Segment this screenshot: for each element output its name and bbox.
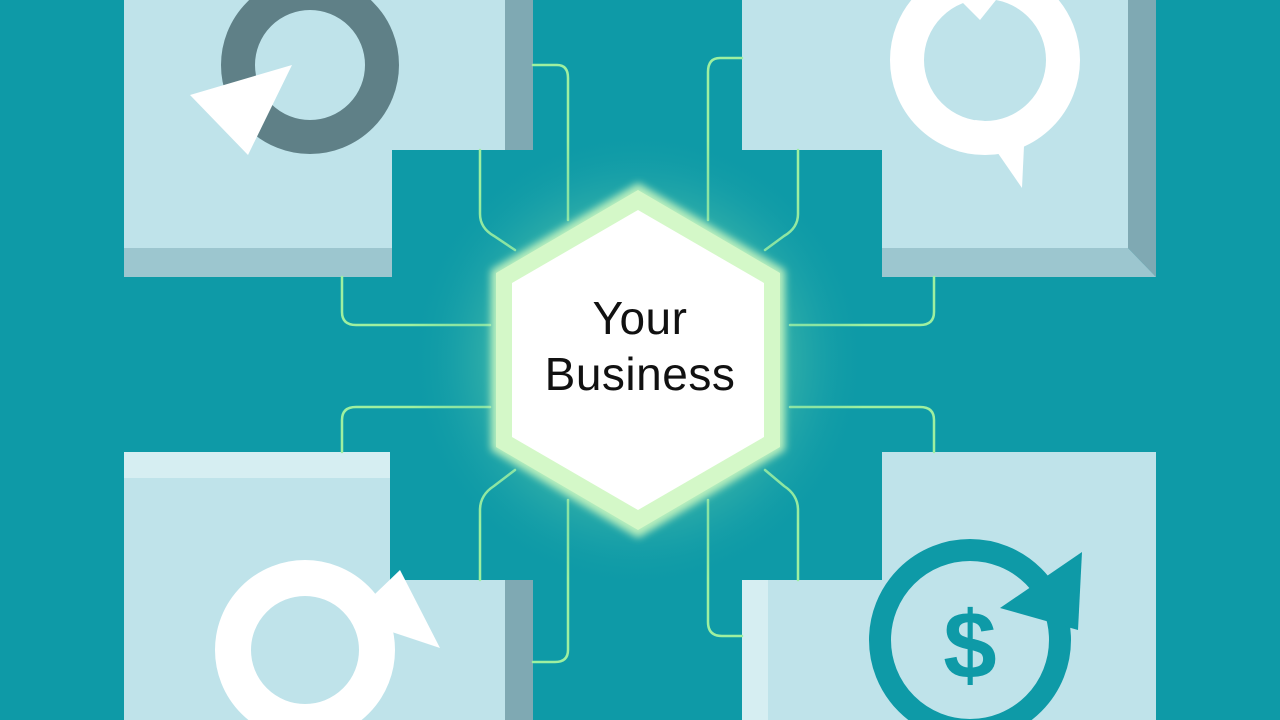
hub-label-line2: Business	[544, 348, 736, 400]
trace	[531, 63, 570, 222]
trace	[788, 405, 936, 454]
chat-cycle-icon	[890, 0, 1080, 188]
trace	[706, 498, 744, 638]
tile-top-right	[742, 0, 1156, 277]
trace	[340, 275, 492, 327]
trace	[340, 405, 492, 454]
trace	[788, 275, 936, 327]
dollar-cycle-icon: $	[869, 539, 1082, 720]
tile-top-left	[124, 0, 533, 277]
hub-label-line1: Your	[592, 292, 688, 344]
refresh-arrow-icon	[190, 0, 399, 155]
trace	[531, 498, 570, 664]
tile-bottom-left	[124, 452, 533, 720]
hub-label: Your Business	[500, 290, 780, 402]
rotate-arrow-icon	[215, 560, 440, 720]
svg-text:$: $	[943, 592, 996, 699]
trace	[706, 56, 744, 222]
hub-hexagon	[491, 183, 785, 538]
tile-bottom-right: $	[742, 452, 1156, 720]
